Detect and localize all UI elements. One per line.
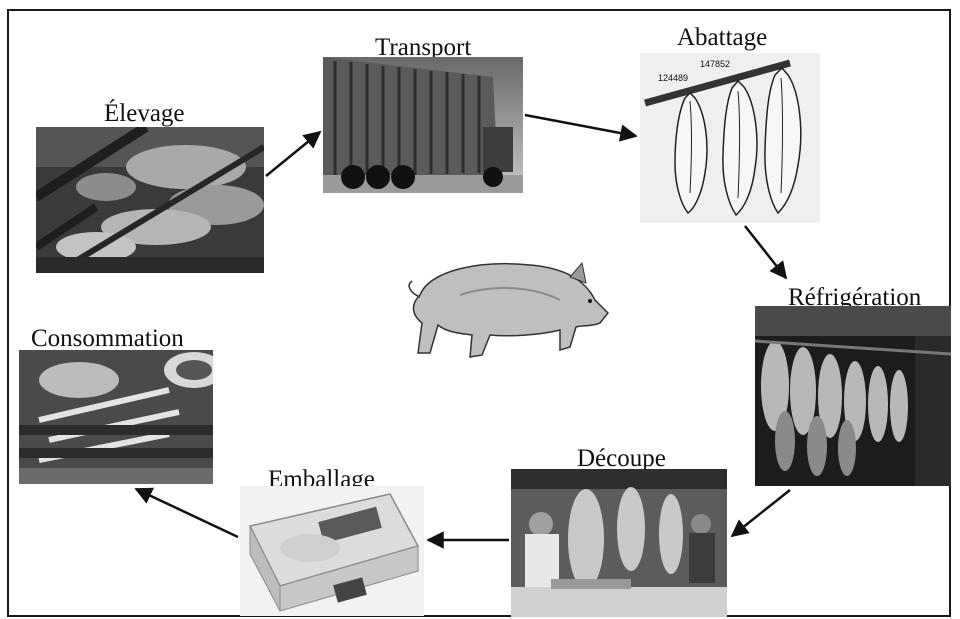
label-decoupe: Découpe	[577, 446, 666, 471]
label-consommation: Consommation	[31, 326, 184, 351]
emballage-photo	[240, 486, 424, 616]
tag-147852: 147852	[700, 59, 730, 69]
decoupe-photo	[511, 469, 727, 617]
label-abattage: Abattage	[677, 25, 767, 50]
elevage-photo	[36, 127, 264, 273]
consommation-photo	[19, 350, 213, 484]
abattage-photo: 124489 147852	[640, 53, 820, 223]
tag-124489: 124489	[658, 73, 688, 83]
transport-photo	[323, 57, 523, 193]
pig-illustration	[400, 255, 612, 363]
refrigeration-photo	[755, 306, 951, 486]
label-elevage: Élevage	[104, 101, 185, 126]
